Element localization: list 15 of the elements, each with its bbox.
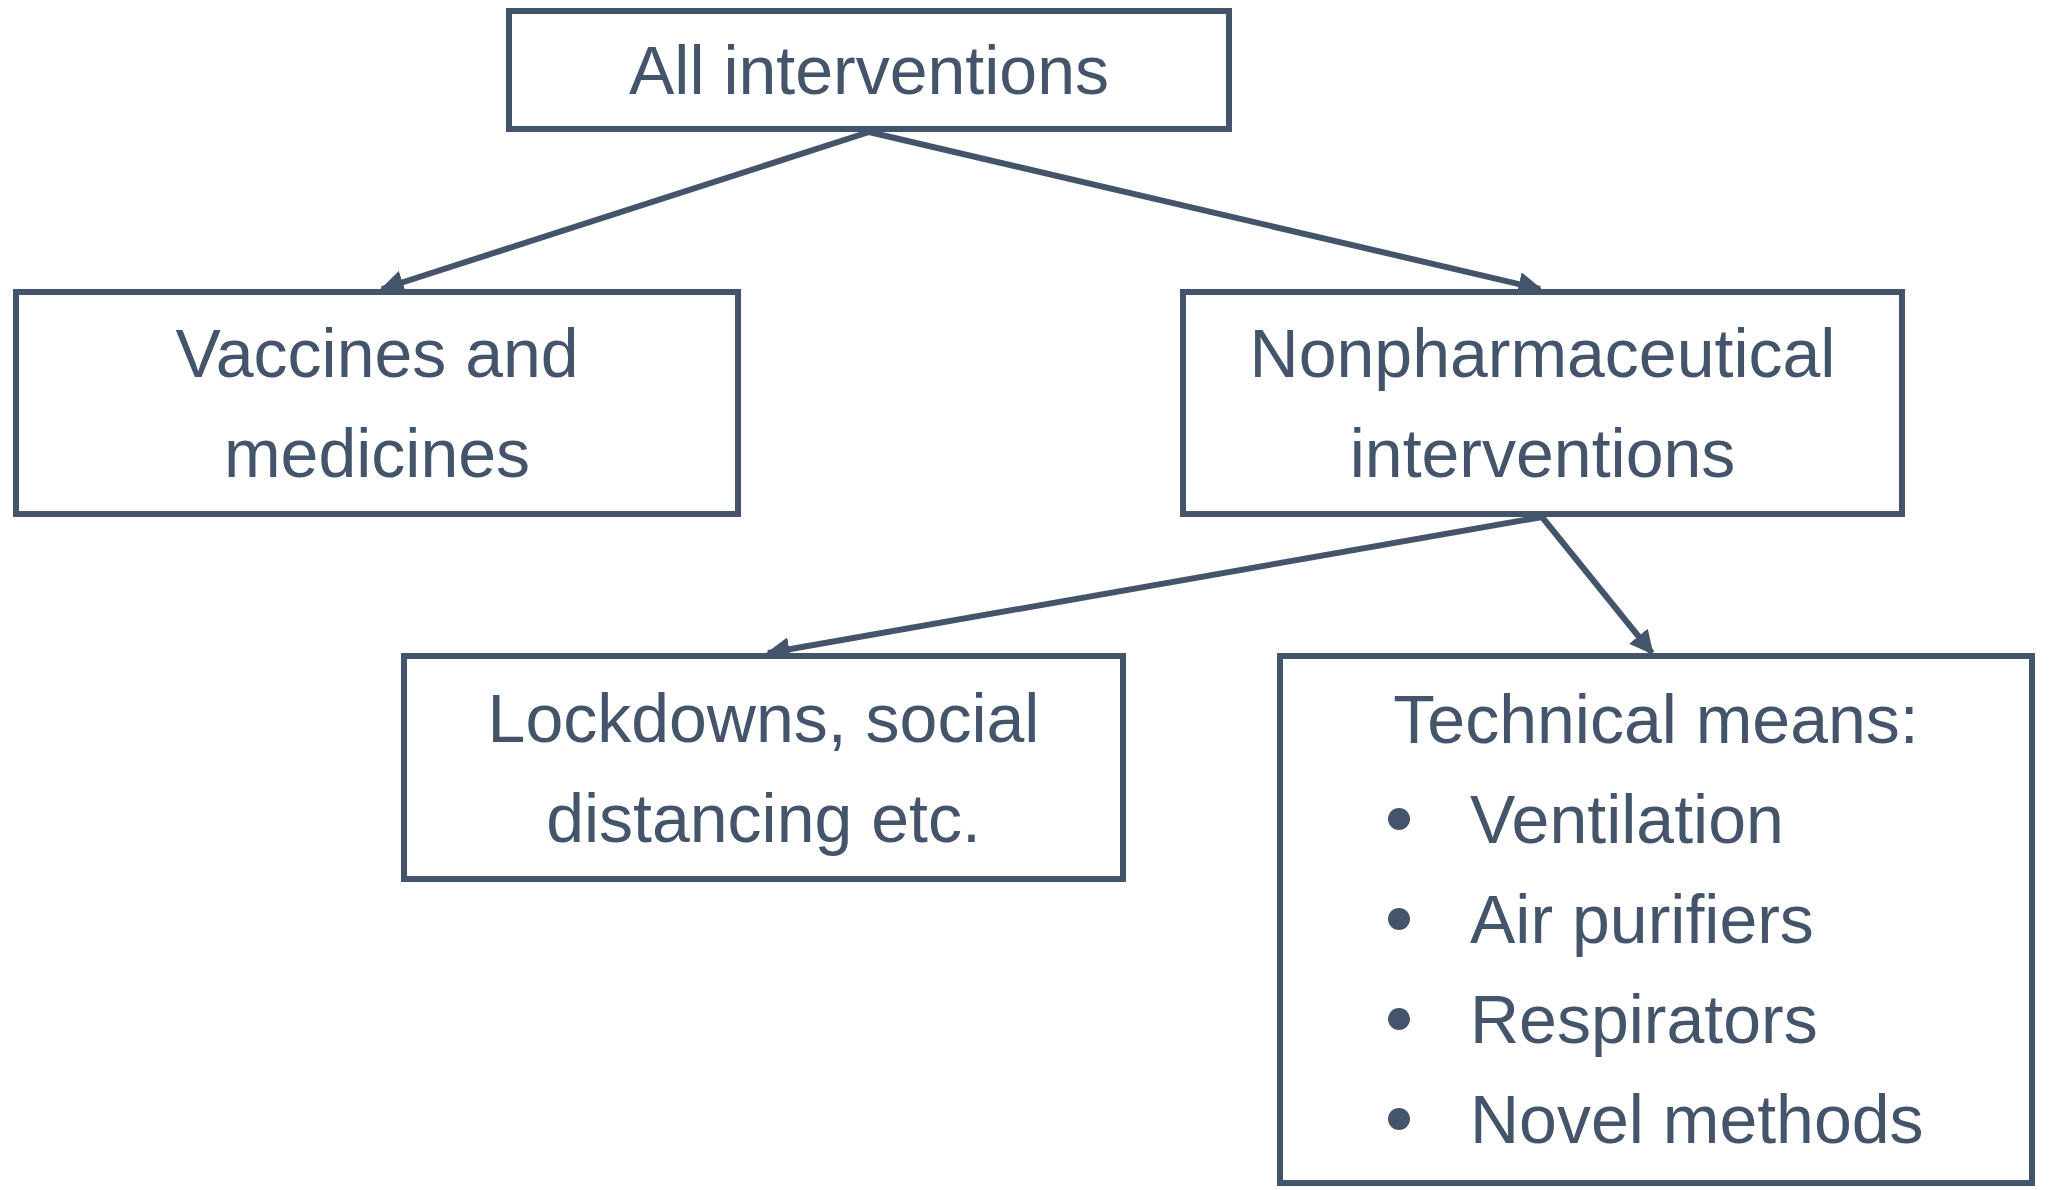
process-box <box>1277 653 2035 1186</box>
arrow <box>1539 515 1655 655</box>
box-label: Nonpharmaceutical interventions <box>1248 314 1837 493</box>
process-box <box>1180 289 1905 517</box>
process-box <box>506 8 1232 132</box>
heading: Technical means: <box>1393 680 1919 759</box>
list-item: Air purifiers <box>1470 880 1814 959</box>
box-label: Lockdowns, social distancing etc. <box>486 678 1041 858</box>
list-item: Ventilation <box>1470 780 1784 859</box>
process-box <box>401 653 1126 882</box>
process-box <box>13 289 741 517</box>
box-label: Vaccines and medicines <box>174 314 580 493</box>
list-item: Novel methods <box>1470 1080 1924 1159</box>
list-item: Respirators <box>1470 980 1818 1059</box>
box-label: All interventions <box>629 31 1109 110</box>
